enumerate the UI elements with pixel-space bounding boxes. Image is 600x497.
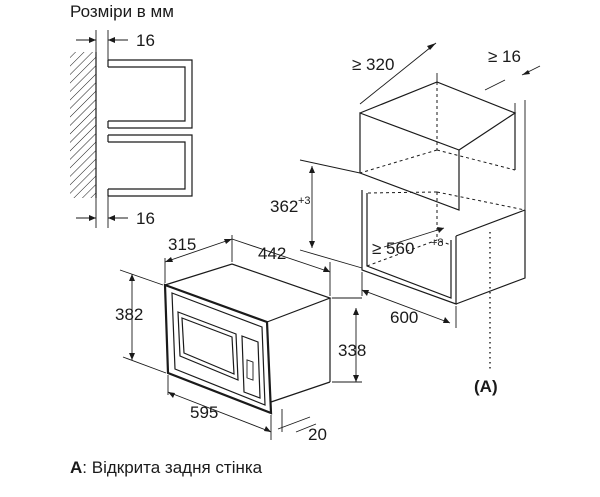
- microwave-front-width-dim-label: 595: [190, 403, 218, 422]
- cabinet-front-dim-label: 600: [390, 308, 418, 327]
- wall-section-detail: 16 16: [70, 30, 193, 228]
- microwave-front-height-dim-label: 382: [115, 305, 143, 324]
- cabinet-depth-dim-label: ≥ 320: [352, 55, 394, 74]
- microwave-body-width-dim-label: 442: [258, 244, 286, 263]
- door-window: [177, 311, 239, 381]
- microwave-unit: 315 442 382 338 595 20: [115, 235, 366, 444]
- legend-key: A: [70, 458, 82, 477]
- wall-top-dim-label: 16: [136, 31, 155, 50]
- cabinet-niche: ≥ 320 ≥ 16 362 +3 ≥ 560 +8 600 (A): [270, 42, 541, 396]
- page-title: Розміри в мм: [70, 2, 174, 21]
- cabinet-width-dim-label: ≥ 560: [372, 239, 414, 258]
- legend-description: : Відкрита задня стінка: [82, 458, 262, 477]
- wall-hatching: [70, 52, 96, 198]
- cabinet-height-tolerance: +3: [298, 195, 311, 207]
- microwave-frame-dim-label: 20: [308, 425, 327, 444]
- microwave-depth-dim-label: 315: [168, 235, 196, 254]
- wall-bottom-dim-label: 16: [136, 209, 155, 228]
- control-panel: [241, 335, 261, 399]
- open-back-marker: (A): [474, 377, 498, 396]
- legend-text: A: Відкрита задня стінка: [70, 458, 263, 477]
- front-frame: [163, 283, 273, 415]
- microwave-body-height-dim-label: 338: [338, 341, 366, 360]
- cabinet-height-dim-label: 362: [270, 197, 298, 216]
- upper-frame-profile: [108, 59, 193, 129]
- lower-frame-profile: [108, 134, 193, 197]
- cabinet-width-tolerance: +8: [431, 237, 444, 249]
- cabinet-top-gap-dim-label: ≥ 16: [488, 47, 521, 66]
